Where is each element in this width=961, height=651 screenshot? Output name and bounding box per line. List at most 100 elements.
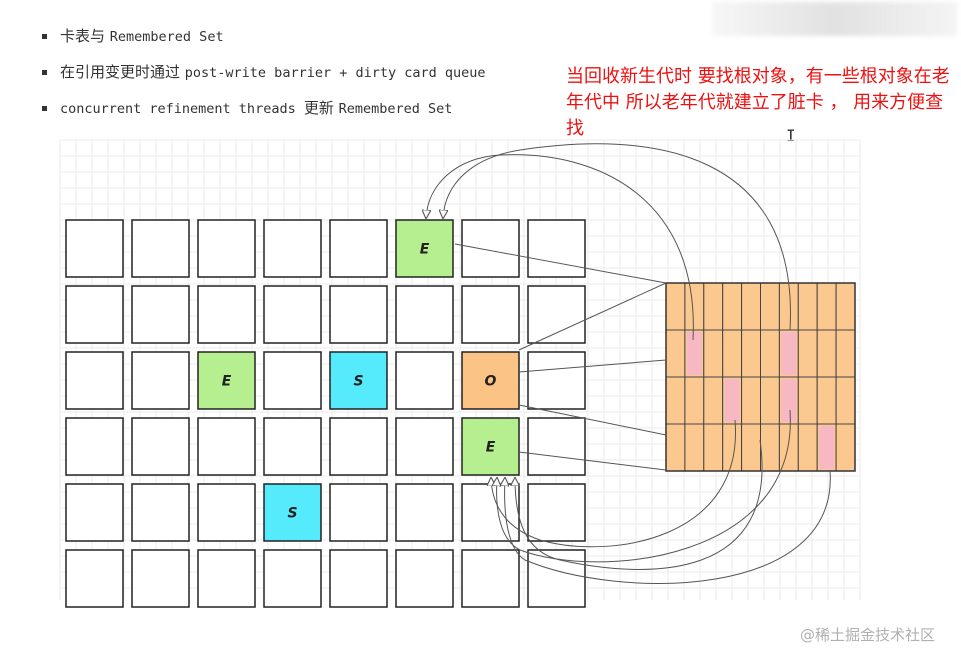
region-empty bbox=[197, 219, 256, 278]
arrow-to-top-eden-1 bbox=[426, 154, 694, 341]
card-clean bbox=[778, 282, 799, 331]
card-clean bbox=[741, 282, 761, 331]
card-clean bbox=[760, 282, 780, 331]
region-empty bbox=[65, 219, 124, 278]
region-eden bbox=[395, 219, 454, 278]
dirty-card-mark bbox=[781, 379, 797, 422]
bullet-card-table: 卡表与 Remembered Set bbox=[42, 24, 486, 60]
bullet-dot bbox=[42, 106, 47, 111]
region-empty bbox=[461, 549, 520, 608]
card-clean bbox=[835, 423, 856, 472]
arrow-to-eden-1 bbox=[491, 419, 736, 548]
region-survivor bbox=[263, 483, 322, 542]
card-clean bbox=[722, 423, 743, 472]
region-empty bbox=[131, 417, 190, 476]
region-empty bbox=[65, 285, 124, 344]
card-clean bbox=[741, 423, 761, 472]
ref-line-eden-to-card bbox=[518, 451, 667, 471]
card-clean bbox=[741, 329, 761, 378]
region-empty bbox=[65, 483, 124, 542]
region-empty bbox=[329, 219, 388, 278]
dirty-card-mark bbox=[819, 426, 835, 469]
region-empty bbox=[263, 417, 322, 476]
card-clean bbox=[722, 282, 743, 331]
region-empty bbox=[329, 285, 388, 344]
region-eden bbox=[197, 351, 256, 410]
card-clean bbox=[741, 376, 761, 425]
bullet-write-barrier: 在引用变更时通过 post-write barrier + dirty card… bbox=[42, 60, 486, 96]
region-empty bbox=[263, 549, 322, 608]
region-empty bbox=[131, 549, 190, 608]
region-empty bbox=[461, 483, 520, 542]
dirty-card-mark bbox=[686, 332, 702, 375]
region-label: E bbox=[486, 440, 496, 456]
card-clean bbox=[816, 282, 837, 331]
card-clean bbox=[703, 329, 724, 378]
region-label: O bbox=[485, 374, 497, 390]
card-clean bbox=[760, 423, 780, 472]
region-empty bbox=[527, 483, 586, 542]
card-clean bbox=[835, 376, 856, 425]
region-empty bbox=[527, 417, 586, 476]
arrow-to-eden-2 bbox=[497, 409, 791, 563]
card-clean bbox=[684, 376, 705, 425]
card-clean bbox=[665, 282, 686, 331]
region-empty bbox=[395, 483, 454, 542]
watermark-text: @稀土掘金技术社区 bbox=[800, 626, 936, 644]
card-clean bbox=[816, 376, 837, 425]
region-empty bbox=[131, 351, 190, 410]
region-empty bbox=[527, 285, 586, 344]
bullet-dot bbox=[42, 70, 47, 75]
card-clean bbox=[703, 423, 724, 472]
dirty-card-arrows bbox=[426, 143, 831, 584]
bullet-text-code: concurrent refinement threads bbox=[60, 101, 304, 117]
ref-line-old-to-card-top bbox=[518, 282, 667, 351]
region-empty bbox=[65, 351, 124, 410]
card-clean bbox=[665, 329, 686, 378]
dirty-card-mark bbox=[781, 332, 797, 375]
region-empty bbox=[65, 549, 124, 608]
bullet-text-cjk: 在引用变更时通过 bbox=[60, 63, 185, 81]
card-clean bbox=[835, 329, 856, 378]
card-clean bbox=[797, 423, 818, 472]
region-empty bbox=[65, 417, 124, 476]
region-empty bbox=[263, 351, 322, 410]
ref-line-old-to-card-bottom bbox=[518, 404, 667, 436]
bullet-list: 卡表与 Remembered Set 在引用变更时通过 post-write b… bbox=[42, 24, 486, 132]
card-clean bbox=[816, 329, 837, 378]
region-empty bbox=[395, 549, 454, 608]
region-grid bbox=[65, 219, 586, 608]
card-clean bbox=[797, 376, 818, 425]
region-empty bbox=[131, 219, 190, 278]
region-label: E bbox=[420, 242, 430, 258]
region-old bbox=[461, 351, 520, 410]
region-empty bbox=[395, 285, 454, 344]
dirty-card-mark bbox=[724, 379, 740, 422]
region-label: E bbox=[222, 374, 232, 390]
bullet-refinement: concurrent refinement threads 更新 Remembe… bbox=[42, 96, 486, 132]
region-label: S bbox=[353, 374, 363, 390]
bullet-dot bbox=[42, 34, 47, 39]
region-survivor bbox=[329, 351, 388, 410]
region-empty bbox=[131, 285, 190, 344]
region-empty bbox=[197, 285, 256, 344]
region-empty bbox=[263, 285, 322, 344]
region-empty bbox=[461, 219, 520, 278]
region-empty bbox=[197, 483, 256, 542]
bullet-text-code: post-write barrier + dirty card queue bbox=[184, 65, 486, 81]
region-empty bbox=[329, 483, 388, 542]
region-empty bbox=[197, 549, 256, 608]
region-empty bbox=[527, 549, 586, 608]
bullet-text-cjk: 更新 bbox=[303, 99, 339, 117]
card-clean bbox=[797, 329, 818, 378]
region-empty bbox=[527, 351, 586, 410]
card-table-border bbox=[665, 282, 856, 472]
region-empty bbox=[395, 417, 454, 476]
arrow-to-eden-4 bbox=[515, 439, 763, 570]
card-clean bbox=[722, 329, 743, 378]
card-clean bbox=[760, 376, 780, 425]
arrow-to-eden-3 bbox=[505, 469, 831, 584]
